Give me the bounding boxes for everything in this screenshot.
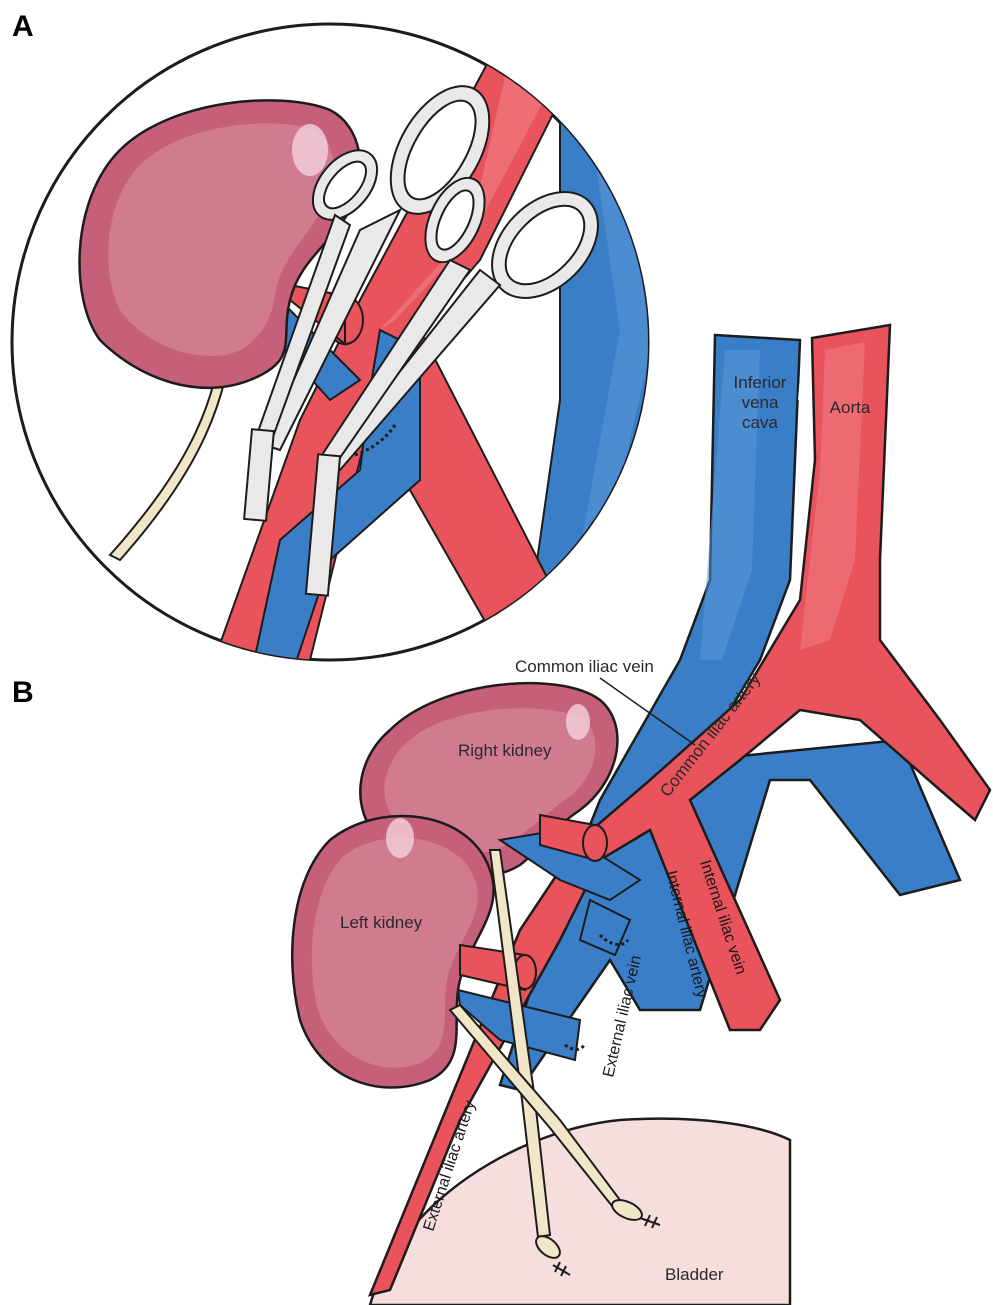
panel-a-letter: A — [12, 10, 34, 43]
panel-a-magnified-view — [12, 10, 690, 700]
label-inferior-vena-cava-line1: Inferior — [734, 373, 787, 392]
label-bladder: Bladder — [665, 1265, 724, 1284]
label-aorta: Aorta — [830, 398, 871, 417]
label-right-kidney: Right kidney — [458, 741, 552, 760]
label-inferior-vena-cava-line2: vena — [742, 393, 779, 412]
label-inferior-vena-cava-line3: cava — [742, 413, 778, 432]
label-left-kidney: Left kidney — [340, 913, 423, 932]
panel-b-letter: B — [12, 676, 34, 709]
label-common-iliac-vein: Common iliac vein — [515, 657, 654, 676]
